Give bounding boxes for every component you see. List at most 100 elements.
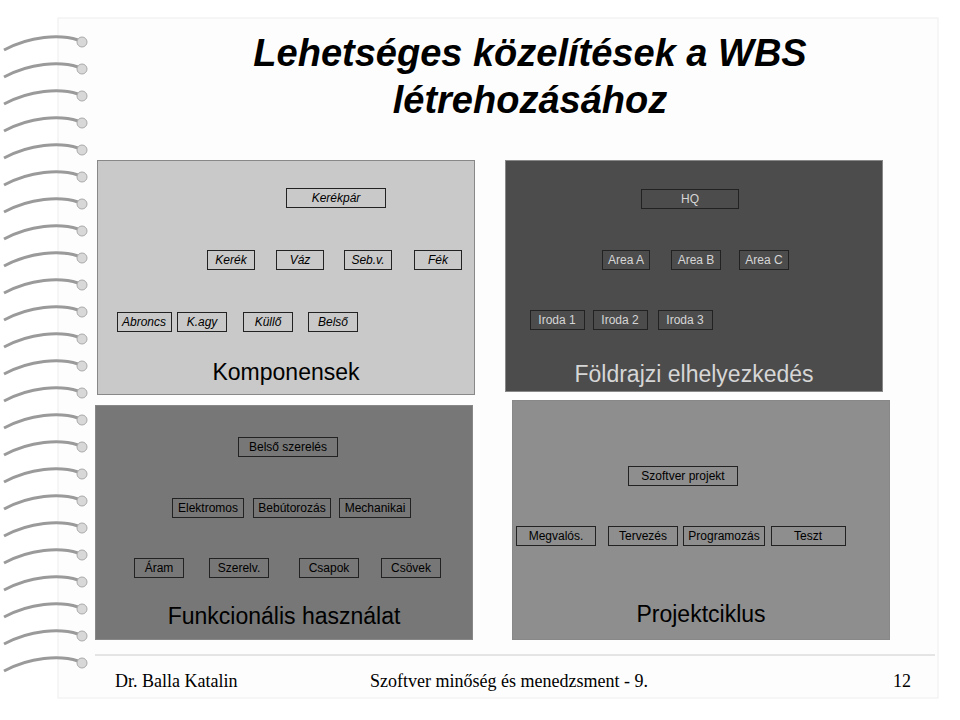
- spiral-ring: [4, 307, 78, 320]
- binding-hole: [77, 172, 87, 182]
- box-label: Programozás: [688, 529, 759, 543]
- box-label: Csapok: [309, 561, 350, 575]
- spiral-ring: [4, 145, 78, 158]
- wbs-box: Fék: [414, 250, 462, 270]
- box-label: Iroda 3: [666, 313, 703, 327]
- binding-hole: [77, 631, 87, 641]
- wbs-box: Iroda 3: [658, 310, 713, 330]
- wbs-box: Áram: [134, 558, 184, 578]
- page-number: 12: [893, 671, 911, 692]
- box-label: Váz: [290, 253, 311, 267]
- spiral-ring: [4, 496, 78, 509]
- spiral-ring: [4, 91, 78, 104]
- binding-hole: [77, 442, 87, 452]
- binding-hole: [77, 388, 87, 398]
- spiral-ring: [4, 118, 78, 131]
- spiral-ring: [4, 388, 78, 401]
- wbs-box: Küllő: [243, 312, 293, 332]
- panel-caption: Földrajzi elhelyezkedés: [506, 361, 882, 388]
- wbs-box: Megvalós.: [516, 526, 596, 546]
- binding-hole: [77, 280, 87, 290]
- box-label: Belső szerelés: [249, 440, 327, 454]
- wbs-box: Kerék: [207, 250, 255, 270]
- wbs-box: HQ: [641, 189, 739, 209]
- panel-caption: Projektciklus: [513, 601, 889, 628]
- binding-hole: [77, 334, 87, 344]
- spiral-ring: [4, 577, 78, 590]
- binding-hole: [77, 91, 87, 101]
- spiral-ring: [4, 523, 78, 536]
- box-label: Abroncs: [122, 315, 166, 329]
- box-label: Area B: [678, 253, 715, 267]
- wbs-box: Kerékpár: [286, 188, 386, 208]
- wbs-box: Abroncs: [117, 312, 172, 332]
- wbs-box: Váz: [276, 250, 324, 270]
- wbs-box: Seb.v.: [344, 250, 392, 270]
- wbs-box: Area C: [739, 250, 789, 270]
- spiral-ring: [4, 226, 78, 239]
- spiral-ring: [4, 361, 78, 374]
- binding-hole: [77, 577, 87, 587]
- binding-hole: [77, 604, 87, 614]
- box-label: Mechanikai: [345, 501, 406, 515]
- spiral-ring: [4, 253, 78, 266]
- box-label: Area A: [608, 253, 644, 267]
- wbs-box: Csövek: [381, 558, 441, 578]
- binding-hole: [77, 226, 87, 236]
- slide-ground: [58, 18, 938, 698]
- box-label: Bebútorozás: [258, 501, 325, 515]
- spiral-ring: [4, 37, 78, 50]
- box-label: Elektromos: [178, 501, 238, 515]
- approach-panel: Földrajzi elhelyezkedés HQ Area A Area B Are…: [505, 160, 883, 392]
- binding-hole: [77, 253, 87, 263]
- binding-hole: [77, 496, 87, 506]
- panel-caption: Funkcionális használat: [96, 603, 472, 630]
- spiral-ring: [4, 631, 78, 644]
- binding-hole: [77, 361, 87, 371]
- wbs-box: Bebútorozás: [253, 498, 331, 518]
- binding-hole: [77, 118, 87, 128]
- wbs-box: Belső szerelés: [238, 437, 338, 457]
- box-label: Csövek: [391, 561, 431, 575]
- box-label: HQ: [681, 192, 699, 206]
- binding-hole: [77, 307, 87, 317]
- box-label: Fék: [428, 253, 448, 267]
- wbs-box: Iroda 2: [593, 310, 648, 330]
- footer-text: Szoftver minőség és menedzsment - 9.: [370, 671, 648, 692]
- spiral-ring: [4, 604, 78, 617]
- box-label: Teszt: [794, 529, 822, 543]
- binding-hole: [77, 199, 87, 209]
- wbs-box: Szerelv.: [209, 558, 269, 578]
- box-label: Area C: [745, 253, 782, 267]
- box-label: Küllő: [255, 315, 282, 329]
- spiral-ring: [4, 199, 78, 212]
- wbs-box: Elektromos: [172, 498, 244, 518]
- spiral-ring: [4, 172, 78, 185]
- box-label: Iroda 1: [538, 313, 575, 327]
- footer-text: Dr. Balla Katalin: [115, 671, 237, 692]
- binding-hole: [77, 523, 87, 533]
- wbs-box: Tervezés: [608, 526, 678, 546]
- wbs-box: Belső: [308, 312, 358, 332]
- wbs-box: Szoftver projekt: [628, 466, 738, 486]
- spiral-ring: [4, 415, 78, 428]
- box-label: Áram: [145, 561, 174, 575]
- spiral-ring: [4, 334, 78, 347]
- spiral-ring: [4, 550, 78, 563]
- binding-hole: [77, 469, 87, 479]
- wbs-box: Teszt: [771, 526, 846, 546]
- box-label: Seb.v.: [351, 253, 384, 267]
- approach-panel: Projektciklus Szoftver projektMegvalós. Te…: [512, 400, 890, 640]
- panel-caption: Komponensek: [98, 359, 474, 386]
- box-label: Szerelv.: [218, 561, 260, 575]
- binding-hole: [77, 415, 87, 425]
- spiral-ring: [4, 658, 78, 671]
- binding-hole: [77, 37, 87, 47]
- spiral-ring: [4, 64, 78, 77]
- wbs-box: Area A: [602, 250, 650, 270]
- binding-hole: [77, 145, 87, 155]
- approach-panel: Komponensek KerékpárKerék Váz Seb.v. FékAbro…: [97, 160, 475, 395]
- slide-title: Lehetséges közelítések a WBS létrehozásá…: [150, 30, 910, 124]
- box-label: Tervezés: [619, 529, 667, 543]
- spiral-ring: [4, 280, 78, 293]
